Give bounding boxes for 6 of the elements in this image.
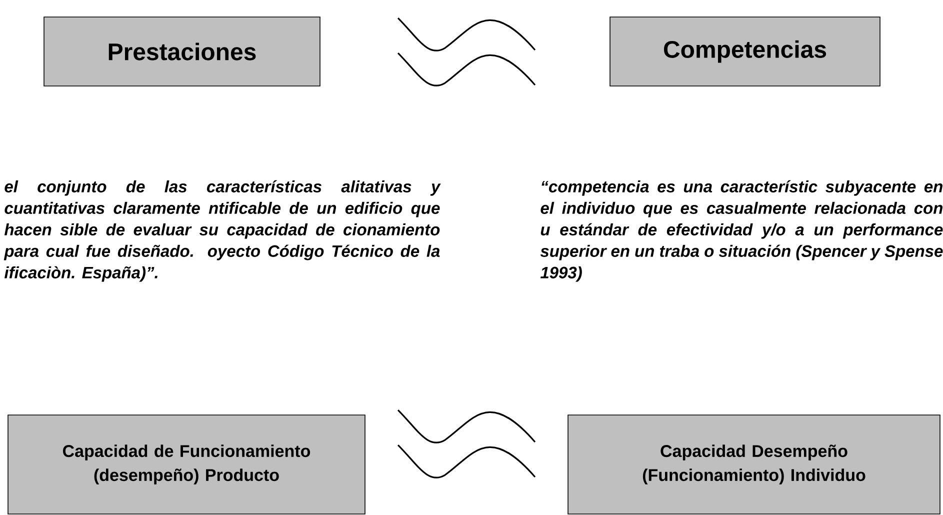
term-box: Capacidad de Funcionamiento (desempeño) Producto [8,414,366,514]
term-box: Prestaciones [44,16,320,86]
definition-text: el conjunto de las características alitativas y cuantitativas claramente ntificable de un edificio que hacen sible de evaluar su capacidad de cionamiento para cual fue diseñado. oyecto Código Técnico de la ificaciòn. España)”. [4,180,441,282]
term-box: Competencias [610,16,880,86]
definition-text: “competencia es una característic subyacente en el individuo que es casualmente relacionada con u estándar de efectividad y/o a un performance superior en un traba o situación (Spencer y Spense 1993) [540,180,943,282]
term-box: Capacidad Desempeño (Funcionamiento) Individuo [568,414,940,514]
